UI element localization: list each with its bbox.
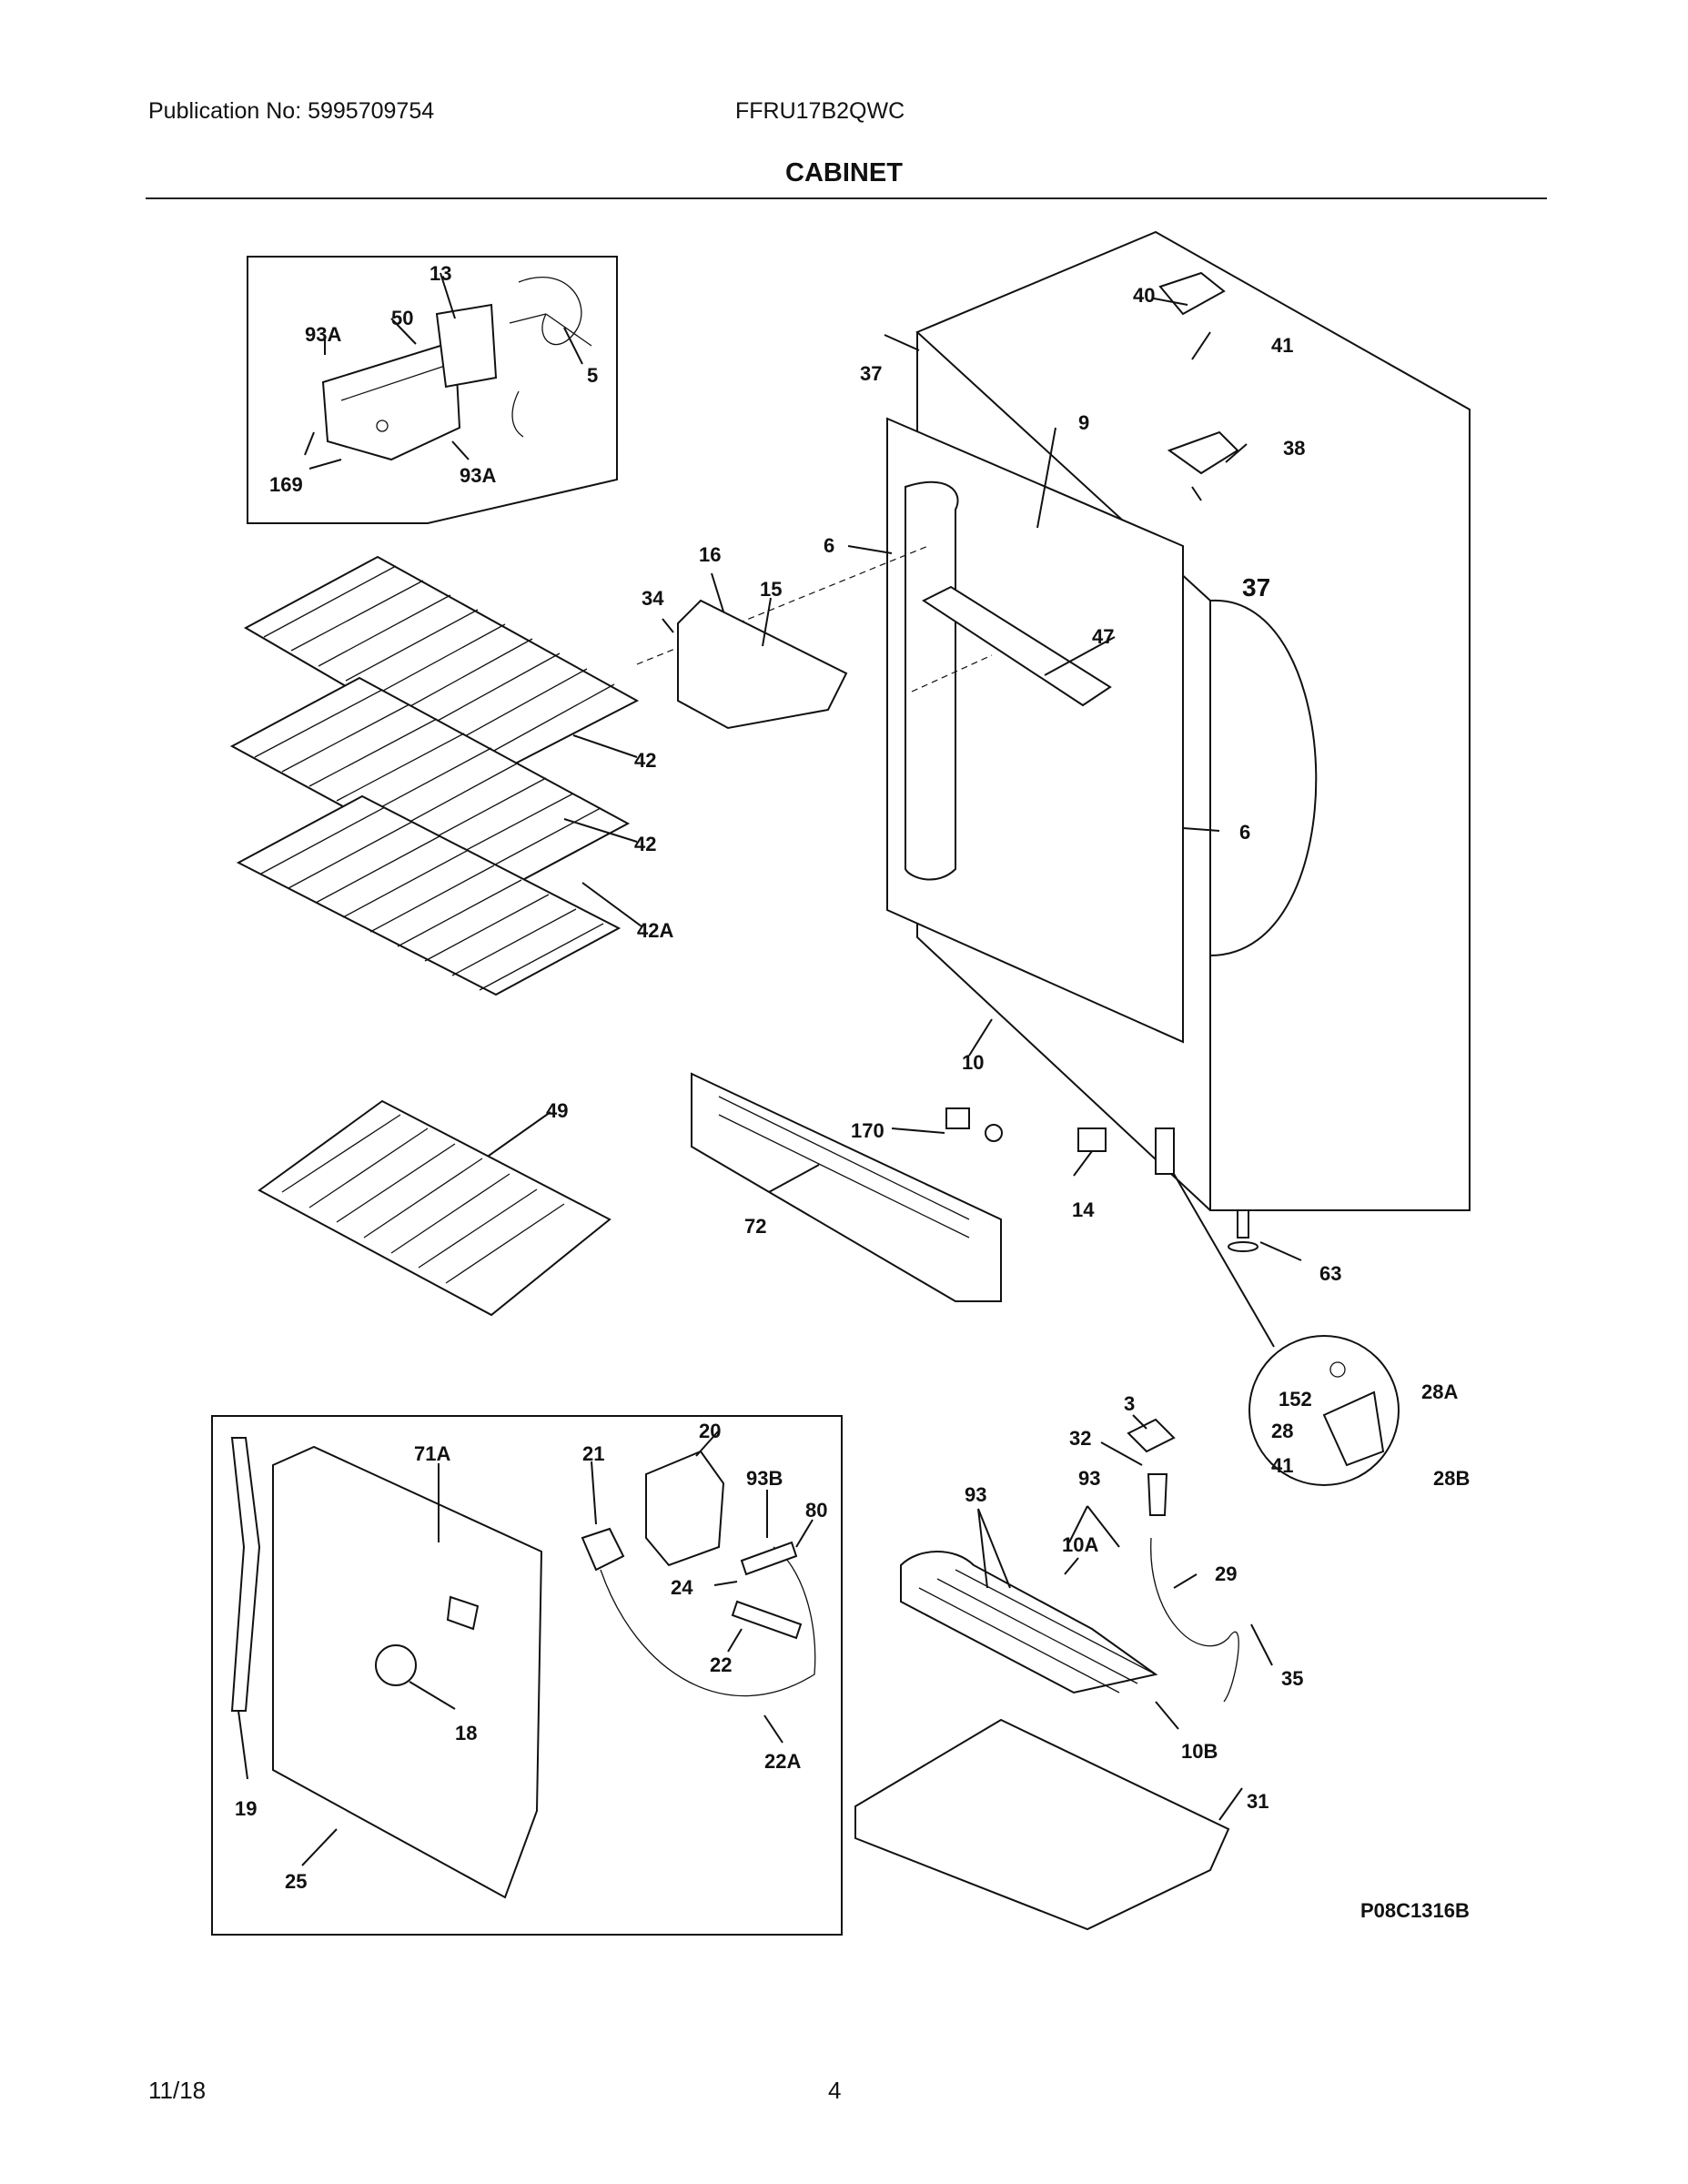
- label-24: 24: [671, 1576, 693, 1599]
- label-42a: 42A: [637, 919, 673, 942]
- label-93a-bottom: 93A: [460, 464, 496, 487]
- label-41-hinge: 41: [1271, 1454, 1293, 1477]
- label-93a-top: 93A: [305, 323, 341, 346]
- label-47: 47: [1092, 625, 1114, 648]
- model-number: FFRU17B2QWC: [735, 98, 905, 124]
- label-170: 170: [851, 1119, 884, 1142]
- label-42-middle: 42: [634, 833, 656, 855]
- label-93b: 93B: [746, 1467, 783, 1490]
- label-19: 19: [235, 1797, 257, 1820]
- label-15: 15: [760, 578, 782, 601]
- label-28a: 28A: [1421, 1380, 1458, 1403]
- label-72: 72: [744, 1215, 766, 1238]
- label-37-top: 37: [860, 362, 882, 385]
- title-rule: [146, 197, 1547, 199]
- label-6-top: 6: [824, 534, 834, 557]
- drain-pan-assembly: [854, 1414, 1273, 1931]
- wire-shelves: [229, 555, 642, 996]
- footer-date: 11/18: [148, 2077, 207, 2104]
- diagram-code: P08C1316B: [1360, 1899, 1470, 1922]
- publication-number: Publication No: 5995709754: [148, 98, 435, 124]
- label-93-right: 93: [1078, 1467, 1100, 1490]
- label-35: 35: [1281, 1667, 1303, 1690]
- label-14: 14: [1072, 1198, 1095, 1221]
- label-50: 50: [391, 307, 413, 329]
- footer-page-number: 4: [828, 2077, 842, 2104]
- label-10: 10: [962, 1051, 984, 1074]
- part-labels: 13 93A 50 5 169 93A 37 40 41 38 9 6 37 1…: [235, 262, 1470, 1922]
- cabinet-body: [636, 230, 1471, 1302]
- label-34: 34: [642, 587, 664, 610]
- label-93-left: 93: [965, 1483, 986, 1506]
- label-71a: 71A: [414, 1442, 450, 1465]
- label-37-right: 37: [1242, 573, 1270, 602]
- label-21: 21: [582, 1442, 604, 1465]
- label-10a: 10A: [1062, 1533, 1098, 1556]
- crisper-panel: [258, 1099, 612, 1317]
- label-28: 28: [1271, 1420, 1293, 1442]
- fan-motor-inset: [247, 256, 618, 524]
- label-6-right: 6: [1239, 821, 1250, 844]
- label-80: 80: [805, 1499, 827, 1522]
- label-20: 20: [699, 1420, 721, 1442]
- label-13: 13: [430, 262, 451, 285]
- label-10b: 10B: [1181, 1740, 1218, 1763]
- label-25: 25: [285, 1870, 307, 1893]
- label-152: 152: [1279, 1388, 1312, 1410]
- label-38: 38: [1283, 437, 1305, 460]
- label-40: 40: [1133, 284, 1155, 307]
- label-16: 16: [699, 543, 721, 566]
- back-panel-inset: [211, 1415, 843, 1936]
- label-42-upper: 42: [634, 749, 656, 772]
- leader-lines: [481, 298, 1302, 1348]
- label-41-top: 41: [1271, 334, 1293, 357]
- label-29: 29: [1215, 1562, 1237, 1585]
- label-3: 3: [1124, 1392, 1135, 1415]
- label-31: 31: [1247, 1790, 1269, 1813]
- label-169: 169: [269, 473, 303, 496]
- hinge-inset: [1248, 1335, 1400, 1486]
- label-9: 9: [1078, 411, 1089, 434]
- label-28b: 28B: [1433, 1467, 1470, 1490]
- label-49: 49: [546, 1099, 568, 1122]
- label-22a: 22A: [764, 1750, 801, 1773]
- label-5: 5: [587, 364, 598, 387]
- label-32: 32: [1069, 1427, 1091, 1450]
- label-63: 63: [1319, 1262, 1341, 1285]
- label-22: 22: [710, 1653, 732, 1676]
- label-18: 18: [455, 1722, 477, 1744]
- page-title: CABINET: [785, 158, 903, 187]
